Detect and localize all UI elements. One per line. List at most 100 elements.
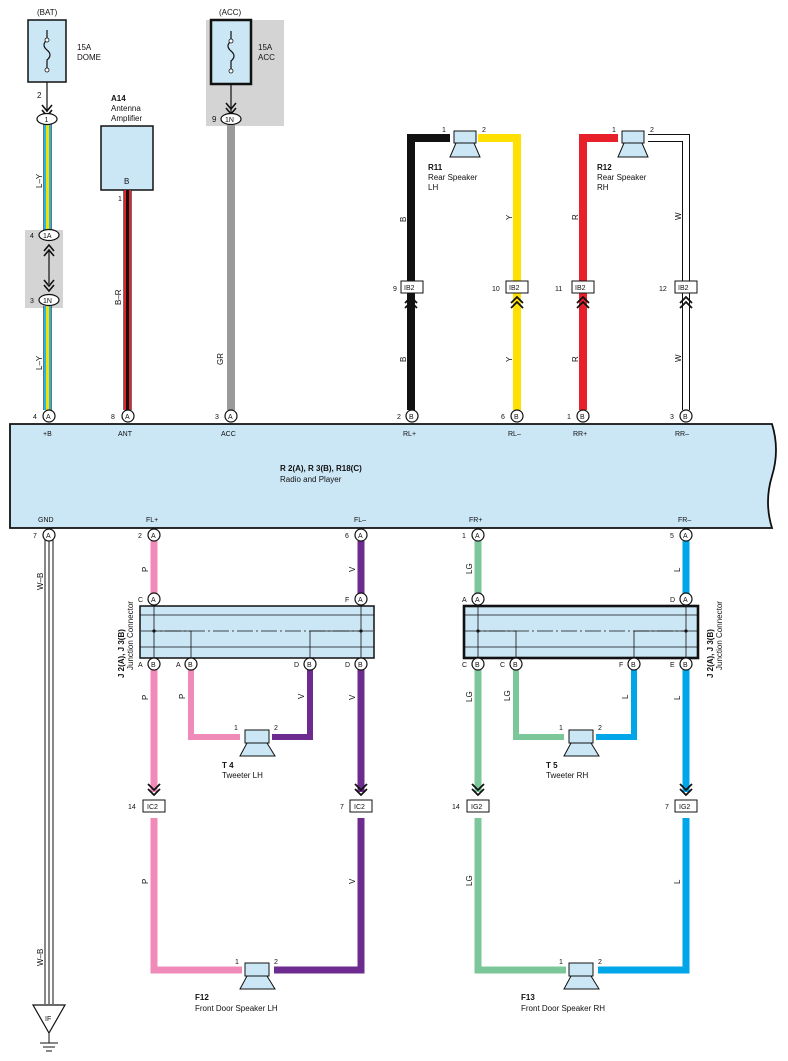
svg-text:A: A bbox=[228, 414, 233, 421]
wire-color-lg-1: LG bbox=[465, 563, 474, 574]
wire-color-b-1: B bbox=[399, 217, 408, 222]
svg-text:3: 3 bbox=[670, 414, 674, 421]
svg-text:F: F bbox=[345, 597, 349, 604]
svg-text:F: F bbox=[619, 662, 623, 669]
wire-color-w-2: W bbox=[674, 354, 683, 362]
antenna-line2: Amplifier bbox=[111, 114, 142, 123]
svg-text:1: 1 bbox=[462, 533, 466, 540]
ic2-connector-1 bbox=[142, 799, 166, 813]
dome-fuse-amp: 15A bbox=[77, 43, 92, 52]
svg-text:A: A bbox=[358, 597, 363, 604]
svg-text:3: 3 bbox=[30, 298, 34, 305]
svg-text:6: 6 bbox=[345, 533, 349, 540]
ib2-label-4: IB2 bbox=[678, 285, 689, 292]
wire-color-y-2: Y bbox=[505, 356, 514, 362]
wire-lg-tweeter-rh bbox=[513, 666, 564, 740]
acc-fuse-amp: 15A bbox=[258, 43, 273, 52]
svg-text:A: A bbox=[125, 414, 130, 421]
acc-fuse-name: ACC bbox=[258, 53, 275, 62]
svg-text:2: 2 bbox=[274, 725, 278, 732]
front-door-speaker-rh-name: Front Door Speaker RH bbox=[521, 1004, 605, 1013]
junction-1n-label: 1N bbox=[43, 298, 52, 305]
ig2-connector-2 bbox=[674, 799, 698, 813]
wire-v-tweeter-lh bbox=[272, 666, 313, 740]
wire-color-br: B–R bbox=[114, 289, 123, 305]
tweeter-lh-code: T 4 bbox=[222, 761, 234, 770]
svg-text:7: 7 bbox=[340, 804, 344, 811]
junction-connector-rh-name: Junction Connector bbox=[715, 601, 724, 670]
dome-fuse-pin: 2 bbox=[37, 91, 42, 100]
rear-speaker-rh-icon bbox=[617, 130, 649, 158]
svg-text:B: B bbox=[514, 414, 519, 421]
svg-text:8: 8 bbox=[111, 414, 115, 421]
wire-color-p-2: P bbox=[141, 695, 150, 700]
ground-icon bbox=[31, 1004, 67, 1035]
front-door-speaker-lh-name: Front Door Speaker LH bbox=[195, 1004, 278, 1013]
wire-color-r-1: R bbox=[571, 214, 580, 220]
junction-1a-label: 1A bbox=[43, 233, 52, 240]
svg-text:B: B bbox=[683, 662, 688, 669]
wire-color-ly-1: L–Y bbox=[35, 173, 44, 188]
svg-text:A: A bbox=[176, 662, 181, 669]
wire-color-p-3: P bbox=[178, 694, 187, 699]
terminal-acc: ACC bbox=[221, 431, 236, 438]
bat-source-label: (BAT) bbox=[37, 8, 58, 17]
wire-color-l-3: L bbox=[673, 695, 682, 700]
junction-connector-rh bbox=[462, 604, 700, 660]
svg-text:B: B bbox=[580, 414, 585, 421]
radio-name: Radio and Player bbox=[280, 475, 342, 484]
svg-text:A: A bbox=[475, 597, 480, 604]
svg-text:12: 12 bbox=[659, 286, 667, 293]
svg-text:B: B bbox=[475, 662, 480, 669]
svg-text:A: A bbox=[46, 414, 51, 421]
wire-color-ly-2: L–Y bbox=[35, 355, 44, 370]
ib2-connector-4 bbox=[674, 280, 698, 294]
junction-connector-rh-code: J 2(A), J 3(B) bbox=[706, 629, 715, 678]
wire-p-tweeter-lh bbox=[188, 666, 240, 740]
svg-text:1: 1 bbox=[559, 725, 563, 732]
wire-color-p-4: P bbox=[141, 879, 150, 884]
wire-color-v-4: V bbox=[348, 878, 357, 884]
wire-color-lg-3: LG bbox=[503, 690, 512, 701]
rear-speaker-rh-line1: Rear Speaker bbox=[597, 173, 647, 182]
svg-text:B: B bbox=[358, 662, 363, 669]
svg-text:D: D bbox=[294, 662, 299, 669]
svg-text:14: 14 bbox=[452, 804, 460, 811]
terminal-fl-plus: FL+ bbox=[146, 517, 158, 524]
tweeter-rh-name: Tweeter RH bbox=[546, 771, 588, 780]
wire-color-r-2: R bbox=[571, 356, 580, 362]
radio-code: R 2(A), R 3(B), R18(C) bbox=[280, 464, 362, 473]
rear-speaker-lh-line1: Rear Speaker bbox=[428, 173, 478, 182]
wire-color-wb-1: W–B bbox=[36, 573, 45, 590]
tweeter-rh-code: T 5 bbox=[546, 761, 558, 770]
acc-source-label: (ACC) bbox=[219, 8, 242, 17]
svg-text:A: A bbox=[462, 597, 467, 604]
wire-r-rear bbox=[579, 134, 618, 410]
wire-color-l-1: L bbox=[673, 567, 682, 572]
svg-text:B: B bbox=[631, 662, 636, 669]
svg-text:6: 6 bbox=[501, 414, 505, 421]
svg-text:A: A bbox=[475, 533, 480, 540]
rear-speaker-lh-code: R11 bbox=[428, 163, 443, 172]
svg-text:D: D bbox=[345, 662, 350, 669]
front-door-speaker-lh-code: F12 bbox=[195, 993, 209, 1002]
ib2-connector-1 bbox=[400, 280, 424, 294]
connector-chevron-icon bbox=[43, 279, 55, 293]
terminal-ant: ANT bbox=[118, 431, 133, 438]
dome-fuse-icon bbox=[43, 30, 51, 70]
terminal-plus-b: +B bbox=[43, 431, 52, 438]
wire-p-fl bbox=[150, 541, 242, 974]
ground-label: IF bbox=[45, 1016, 51, 1023]
wire-color-v-1: V bbox=[348, 566, 357, 572]
rear-speaker-lh-icon bbox=[449, 130, 481, 158]
dome-fuse-name: DOME bbox=[77, 53, 101, 62]
rear-speaker-lh-line2: LH bbox=[428, 183, 438, 192]
wire-gr bbox=[227, 125, 235, 410]
wire-ly bbox=[43, 122, 52, 410]
wire-color-v-3: V bbox=[348, 694, 357, 700]
ic2-label-2: IC2 bbox=[354, 804, 365, 811]
svg-text:B: B bbox=[188, 662, 193, 669]
svg-text:A: A bbox=[683, 533, 688, 540]
terminal-rr-minus: RR– bbox=[675, 431, 689, 438]
